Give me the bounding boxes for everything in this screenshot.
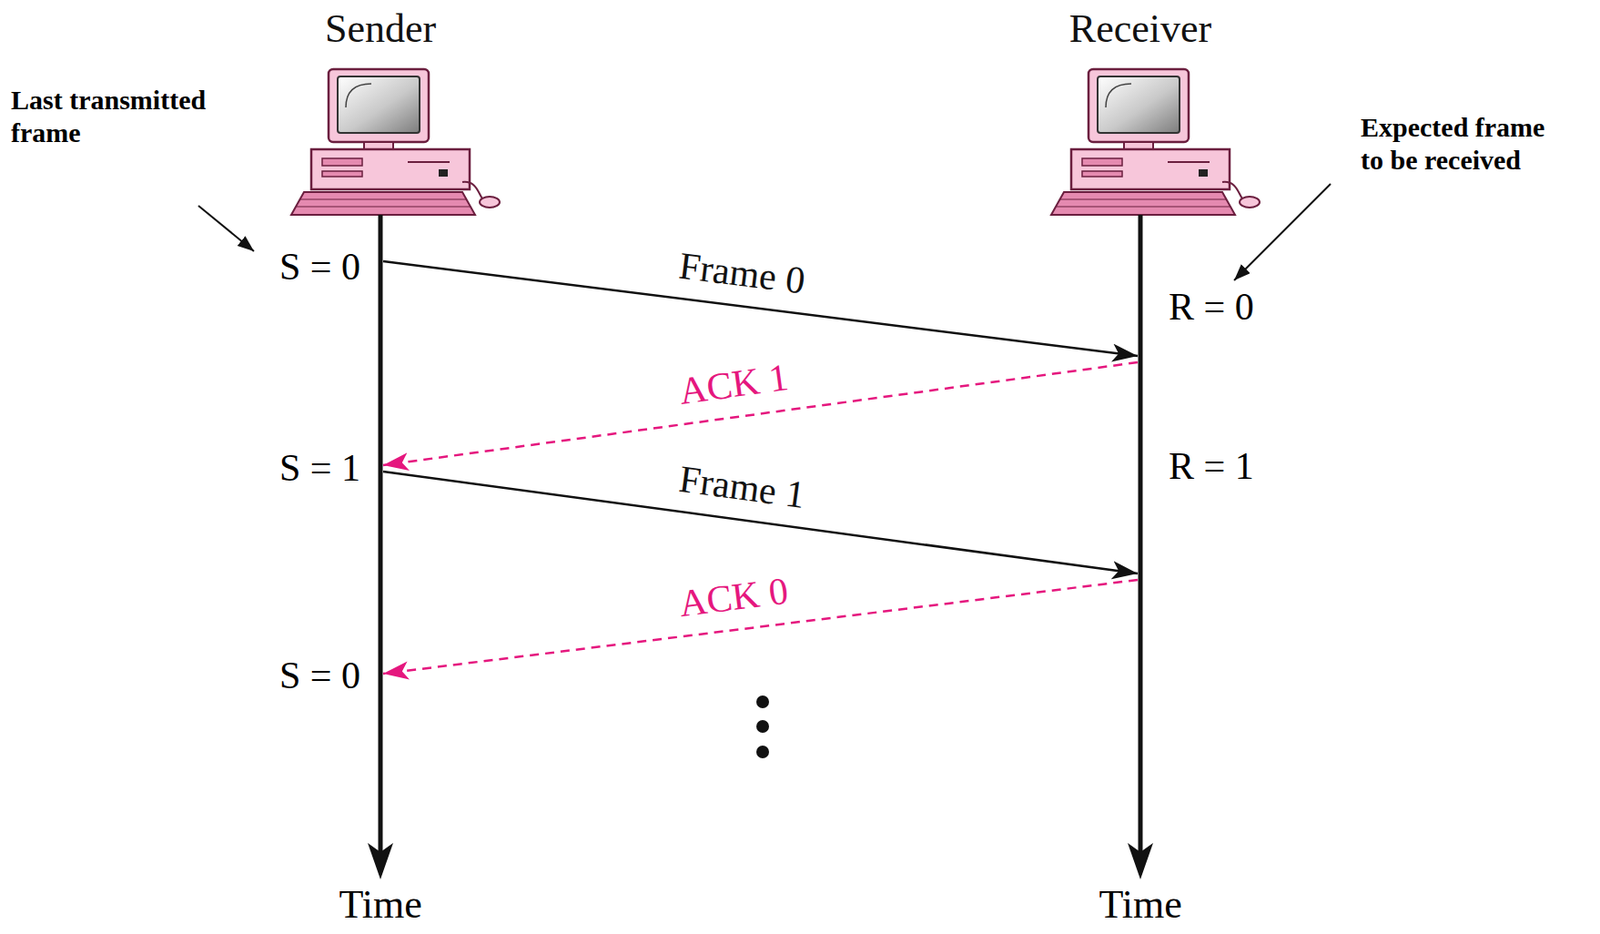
edge-label: Frame 0 bbox=[677, 246, 808, 301]
annotation: Last transmitted frame bbox=[10, 83, 250, 150]
computer-icon bbox=[1051, 69, 1260, 215]
state-variable: S = 0 bbox=[279, 246, 361, 287]
state-variable: R = 1 bbox=[1168, 445, 1255, 487]
edge-label: ACK 1 bbox=[676, 357, 790, 411]
host-heading: Sender bbox=[243, 0, 517, 50]
continuation-dot bbox=[756, 695, 770, 709]
host-heading: Receiver bbox=[1003, 0, 1277, 50]
axis-label: Time bbox=[339, 884, 423, 925]
leader-line bbox=[198, 205, 254, 252]
annotation: Expected frame to be received bbox=[1360, 111, 1569, 177]
leader-line bbox=[1234, 183, 1331, 281]
computer-icon bbox=[291, 69, 500, 215]
state-variable: S = 0 bbox=[279, 655, 361, 696]
state-variable: S = 1 bbox=[279, 447, 361, 488]
axis-label: Time bbox=[1099, 884, 1183, 925]
edge-label: Frame 1 bbox=[677, 459, 808, 515]
state-variable: R = 0 bbox=[1168, 286, 1255, 327]
edge-label: ACK 0 bbox=[677, 571, 790, 623]
continuation-dot bbox=[756, 719, 770, 733]
continuation-dot bbox=[756, 745, 770, 759]
timeline bbox=[367, 214, 394, 880]
timeline bbox=[1127, 214, 1154, 880]
